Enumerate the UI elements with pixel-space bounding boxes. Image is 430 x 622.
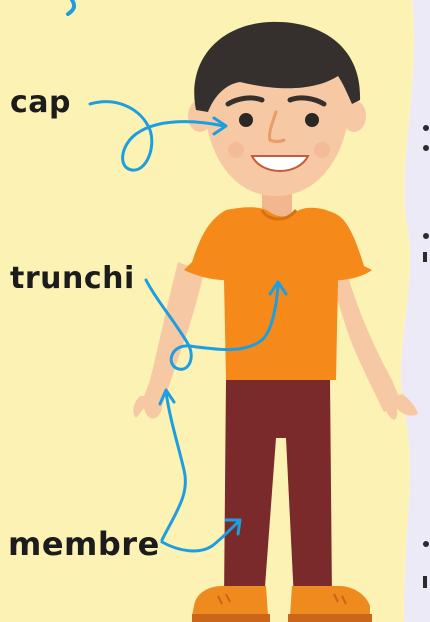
- trunk-label: trunchi: [10, 264, 135, 294]
- left-hand: [133, 396, 162, 419]
- right-eye: [305, 113, 319, 127]
- head-label: cap: [10, 88, 71, 118]
- limbs-label: membre: [8, 528, 160, 560]
- left-eye: [239, 113, 253, 127]
